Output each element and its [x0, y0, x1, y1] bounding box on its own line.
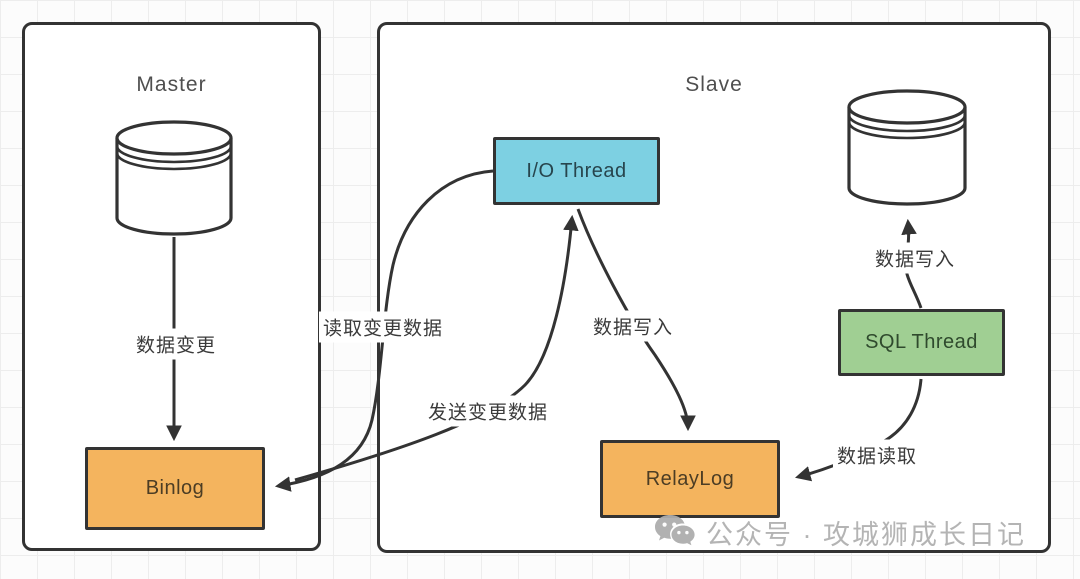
edge-label-data-change: 数据变更: [131, 328, 221, 360]
watermark: 公众号 · 攻城狮成长日记: [650, 510, 1026, 554]
edge-label-sql-data-read: 数据读取: [832, 439, 922, 471]
wechat-icon: [655, 515, 695, 546]
relaylog-node: RelayLog: [600, 440, 780, 518]
edge-label-io-data-write: 数据写入: [588, 310, 678, 342]
relaylog-node-label: RelayLog: [645, 467, 735, 490]
master-panel-title: Master: [136, 73, 207, 96]
binlog-node: Binlog: [85, 447, 265, 530]
edge-label-read-change-data: 读取变更数据: [318, 311, 448, 343]
sql-thread-node-label: SQL Thread: [865, 331, 978, 353]
sql-thread-node: SQL Thread: [838, 309, 1005, 376]
slave-panel-title: Slave: [685, 73, 743, 96]
io-thread-node: I/O Thread: [493, 137, 660, 205]
edge-label-send-change-data: 发送变更数据: [423, 395, 553, 427]
io-thread-node-label: I/O Thread: [526, 159, 627, 182]
edge-label-sql-data-write: 数据写入: [870, 242, 960, 274]
binlog-node-label: Binlog: [145, 477, 205, 499]
watermark-text: 公众号 · 攻城狮成长日记: [706, 519, 1026, 550]
